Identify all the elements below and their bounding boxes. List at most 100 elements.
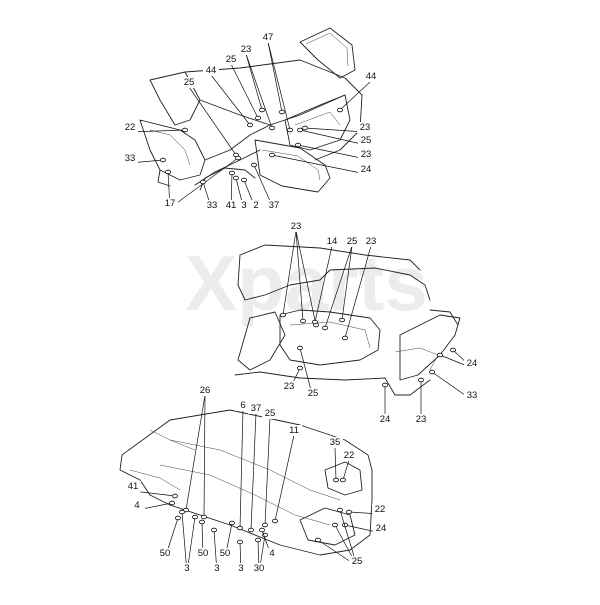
callout-label: 50 [220,548,231,559]
plug-marker [345,509,352,515]
callout-label-background [358,149,374,160]
callout-label: 47 [263,32,274,43]
leader-line [297,144,367,160]
plug-marker [210,527,217,533]
callout-label: 44 [366,71,377,82]
callout-label-background [286,425,302,436]
plug-marker [301,125,308,131]
callout-label: 25 [308,388,319,399]
callout-label: 23 [366,236,377,247]
callout-label-background [209,563,225,574]
plug-marker [339,477,346,483]
watermark-text: Xparts [185,239,428,327]
leader-line [295,230,317,326]
callout-label: 25 [352,556,363,567]
plug-marker [271,518,278,524]
callout-label: 50 [160,548,171,559]
callout-label-background [162,198,178,209]
plug-marker [258,107,265,113]
plug-marker [178,509,185,515]
plug-marker [294,142,301,148]
plug-marker [336,107,343,113]
callout-label: 23 [416,414,427,425]
plug-marker [449,347,456,353]
plug-marker [236,539,243,545]
leader-line [341,245,353,321]
callout-label: 33 [125,153,136,164]
plug-marker [268,152,275,158]
leader-line [344,245,372,339]
plug-marker [198,519,205,525]
callout-label-background [235,400,251,411]
callout-label: 6 [240,400,245,411]
callout-label-background [264,548,280,559]
callout-label-background [238,44,254,55]
plug-marker [331,522,338,528]
callout-label-background [349,556,365,567]
callout-label: 24 [380,414,391,425]
leader-line [264,417,271,526]
callout-label-background [260,32,276,43]
leader-line [274,434,295,522]
callout-label-background [179,563,195,574]
callout-label-background [363,71,379,82]
callout-label-background [233,563,249,574]
plug-marker [258,527,265,533]
plug-marker [181,127,188,133]
callout-label-background [181,77,197,88]
plug-marker [191,514,198,520]
callout-label-background [195,548,211,559]
callout-label: 41 [226,200,237,211]
callout-label-background [372,504,388,515]
callout-label: 25 [361,135,372,146]
callout-label: 17 [165,198,176,209]
leader-line [203,394,206,518]
underbody-view-illustration [119,409,373,556]
callout-label: 24 [361,164,372,175]
plug-marker [296,345,303,351]
callout-label-background [217,548,233,559]
leader-line [250,412,257,531]
callout-label-background [327,437,343,448]
plug-marker [278,109,285,115]
callout-label: 3 [241,200,246,211]
callout-label: 23 [360,122,371,133]
leader-line [324,245,353,329]
leader-line [339,80,372,111]
callout-label-background [223,54,239,65]
plug-marker [246,122,253,128]
plug-marker [296,127,303,133]
callout-label: 23 [361,149,372,160]
leader-line [314,245,333,323]
leader-line [210,74,251,126]
plug-marker [417,377,424,383]
leader-line [245,53,263,111]
callout-label: 25 [226,54,237,65]
plug-marker [254,537,261,543]
callout-label-background [363,236,379,247]
callout-label-background [373,523,389,534]
plug-marker [261,522,268,528]
plug-marker [341,335,348,341]
plug-marker [321,325,328,331]
callout-label: 3 [214,563,219,574]
callout-label: 22 [375,504,386,515]
plug-marker [171,493,178,499]
plug-marker [159,157,166,163]
plug-marker [381,382,388,388]
callout-label: 37 [251,403,262,414]
plug-marker [254,115,261,121]
callout-label: 33 [467,390,478,401]
callout-label-background [122,153,138,164]
callout-label: 24 [376,523,387,534]
plug-marker [299,318,306,324]
plug-marker [236,525,243,531]
callout-label-background [377,414,393,425]
callout-label-background [344,236,360,247]
callout-label: 25 [265,408,276,419]
callout-label: 26 [200,385,211,396]
